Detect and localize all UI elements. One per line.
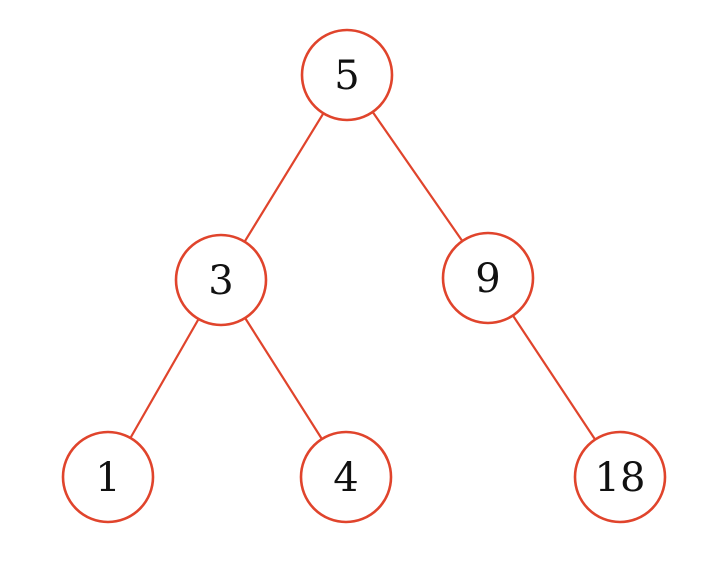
node-circle: [61, 430, 155, 524]
tree-node-4: 4: [299, 430, 393, 524]
tree-node-9: 9: [441, 231, 535, 325]
edge-5-9: [371, 110, 464, 243]
edge-5-3: [243, 112, 325, 243]
node-circle: [441, 231, 535, 325]
tree-edges: [129, 110, 597, 441]
node-circle: [299, 430, 393, 524]
node-label: 9: [475, 256, 500, 302]
node-label: 1: [95, 455, 120, 501]
edge-9-18: [511, 314, 597, 441]
edge-3-1: [129, 317, 200, 440]
tree-node-5: 5: [300, 28, 394, 122]
node-label: 3: [208, 258, 233, 304]
edge-3-4: [244, 316, 323, 441]
node-label: 4: [333, 455, 358, 501]
node-label: 18: [595, 455, 646, 501]
node-circle: [573, 430, 667, 524]
tree-node-18: 18: [573, 430, 667, 524]
tree-nodes: 5 3 9 1 4 18: [61, 28, 667, 524]
node-circle: [300, 28, 394, 122]
tree-node-3: 3: [174, 233, 268, 327]
node-circle: [174, 233, 268, 327]
node-label: 5: [334, 53, 359, 99]
tree-node-1: 1: [61, 430, 155, 524]
